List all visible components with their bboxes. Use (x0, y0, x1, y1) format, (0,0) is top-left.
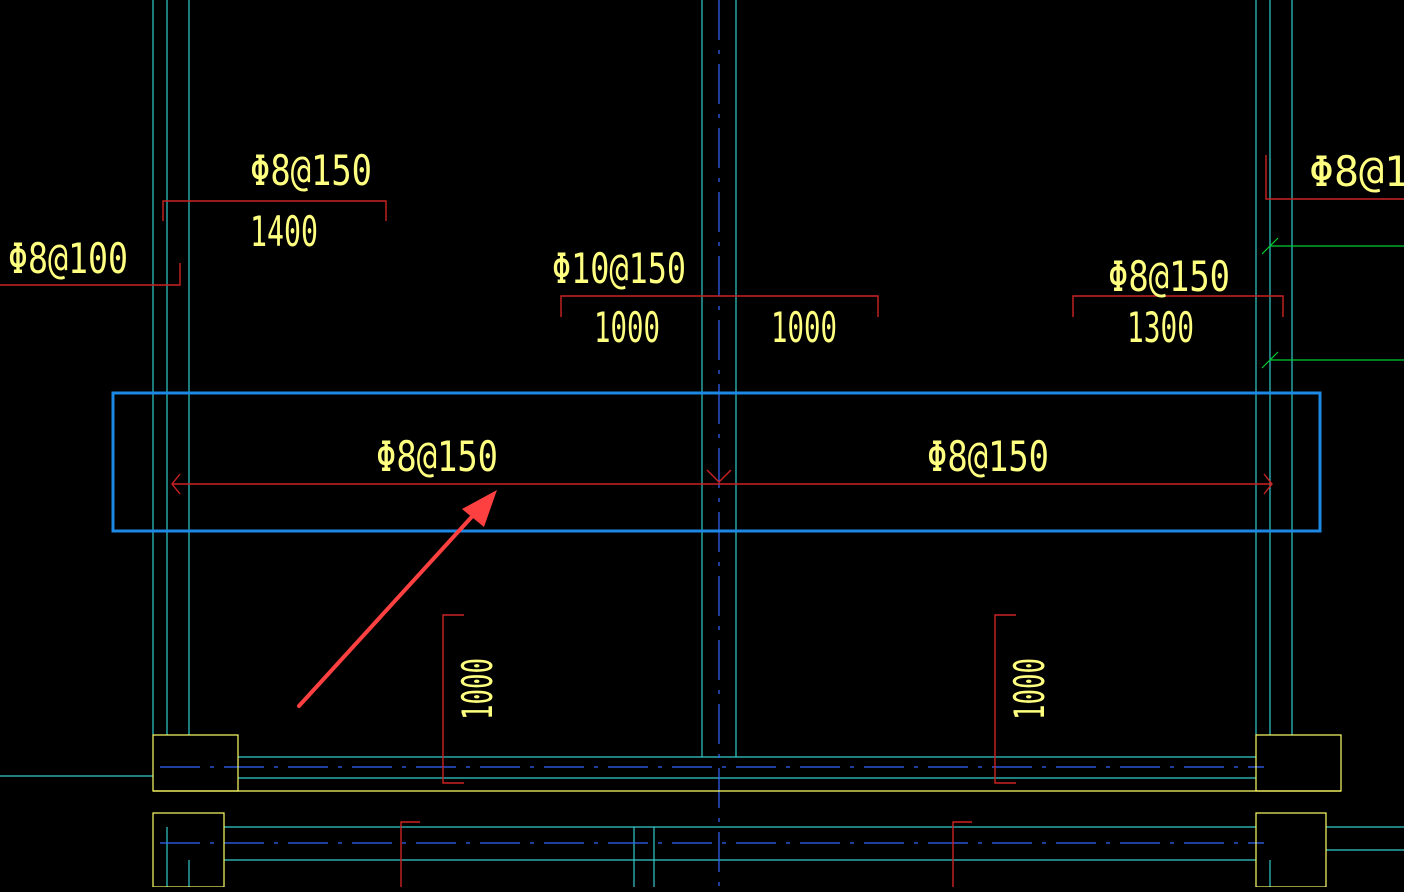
selection-highlight-box (111, 391, 1322, 533)
green-lines (1261, 237, 1404, 369)
right-length-label: 1300 (1127, 303, 1194, 352)
left-edge-spec-label: Φ8@100 (8, 234, 128, 283)
far-right-spec-label: Φ8@1 (1309, 147, 1404, 196)
center-lines (160, 0, 1264, 887)
box-left-spec-label: Φ8@150 (376, 432, 498, 481)
rebar-lines (0, 155, 1404, 887)
bottom-right-length-label: 1000 (1005, 658, 1054, 720)
box-right-spec-label: Φ8@150 (927, 432, 1049, 481)
annotation-arrow (297, 490, 497, 708)
middle-right-length-label: 1000 (771, 303, 837, 352)
middle-left-length-label: 1000 (594, 303, 660, 352)
bottom-left-length-label: 1000 (453, 658, 502, 720)
columns (152, 734, 1342, 888)
right-spec-label: Φ8@150 (1108, 252, 1230, 301)
middle-spec-label: Φ10@150 (552, 244, 686, 293)
top-left-length-label: 1400 (250, 207, 318, 256)
top-left-spec-label: Φ8@150 (250, 146, 372, 195)
